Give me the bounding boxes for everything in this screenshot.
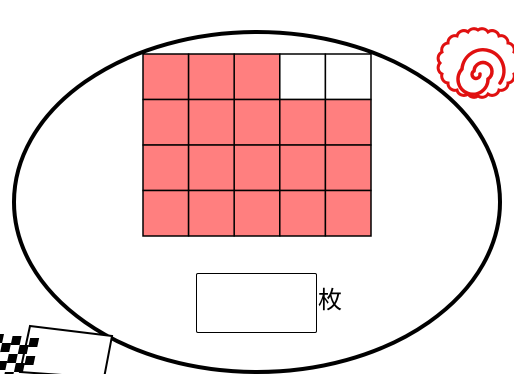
answer-input[interactable] <box>196 273 317 333</box>
grid-cell-filled <box>280 100 326 146</box>
grid-cell-filled <box>189 54 235 100</box>
grid-cell-filled <box>143 145 189 191</box>
grid-cell-empty <box>325 54 371 100</box>
checkered-flag-icon <box>0 326 112 374</box>
grid-cell-filled <box>143 54 189 100</box>
grid-cell-filled <box>325 145 371 191</box>
grid-cell-empty <box>280 54 326 100</box>
grid-cell-filled <box>325 191 371 237</box>
grid-cell-filled <box>280 191 326 237</box>
unit-label: 枚 <box>318 288 342 312</box>
grid-cell-filled <box>143 191 189 237</box>
grid-cell-filled <box>325 100 371 146</box>
tile-grid <box>143 54 371 236</box>
grid-cell-filled <box>143 100 189 146</box>
grid-cell-filled <box>189 145 235 191</box>
grid-cell-filled <box>234 145 280 191</box>
grid-cell-filled <box>189 191 235 237</box>
grid-cell-filled <box>280 145 326 191</box>
grid-cell-filled <box>189 100 235 146</box>
swirl-sticker-icon <box>438 29 514 98</box>
grid-cell-filled <box>234 100 280 146</box>
grid-cell-filled <box>234 191 280 237</box>
grid-cell-filled <box>234 54 280 100</box>
